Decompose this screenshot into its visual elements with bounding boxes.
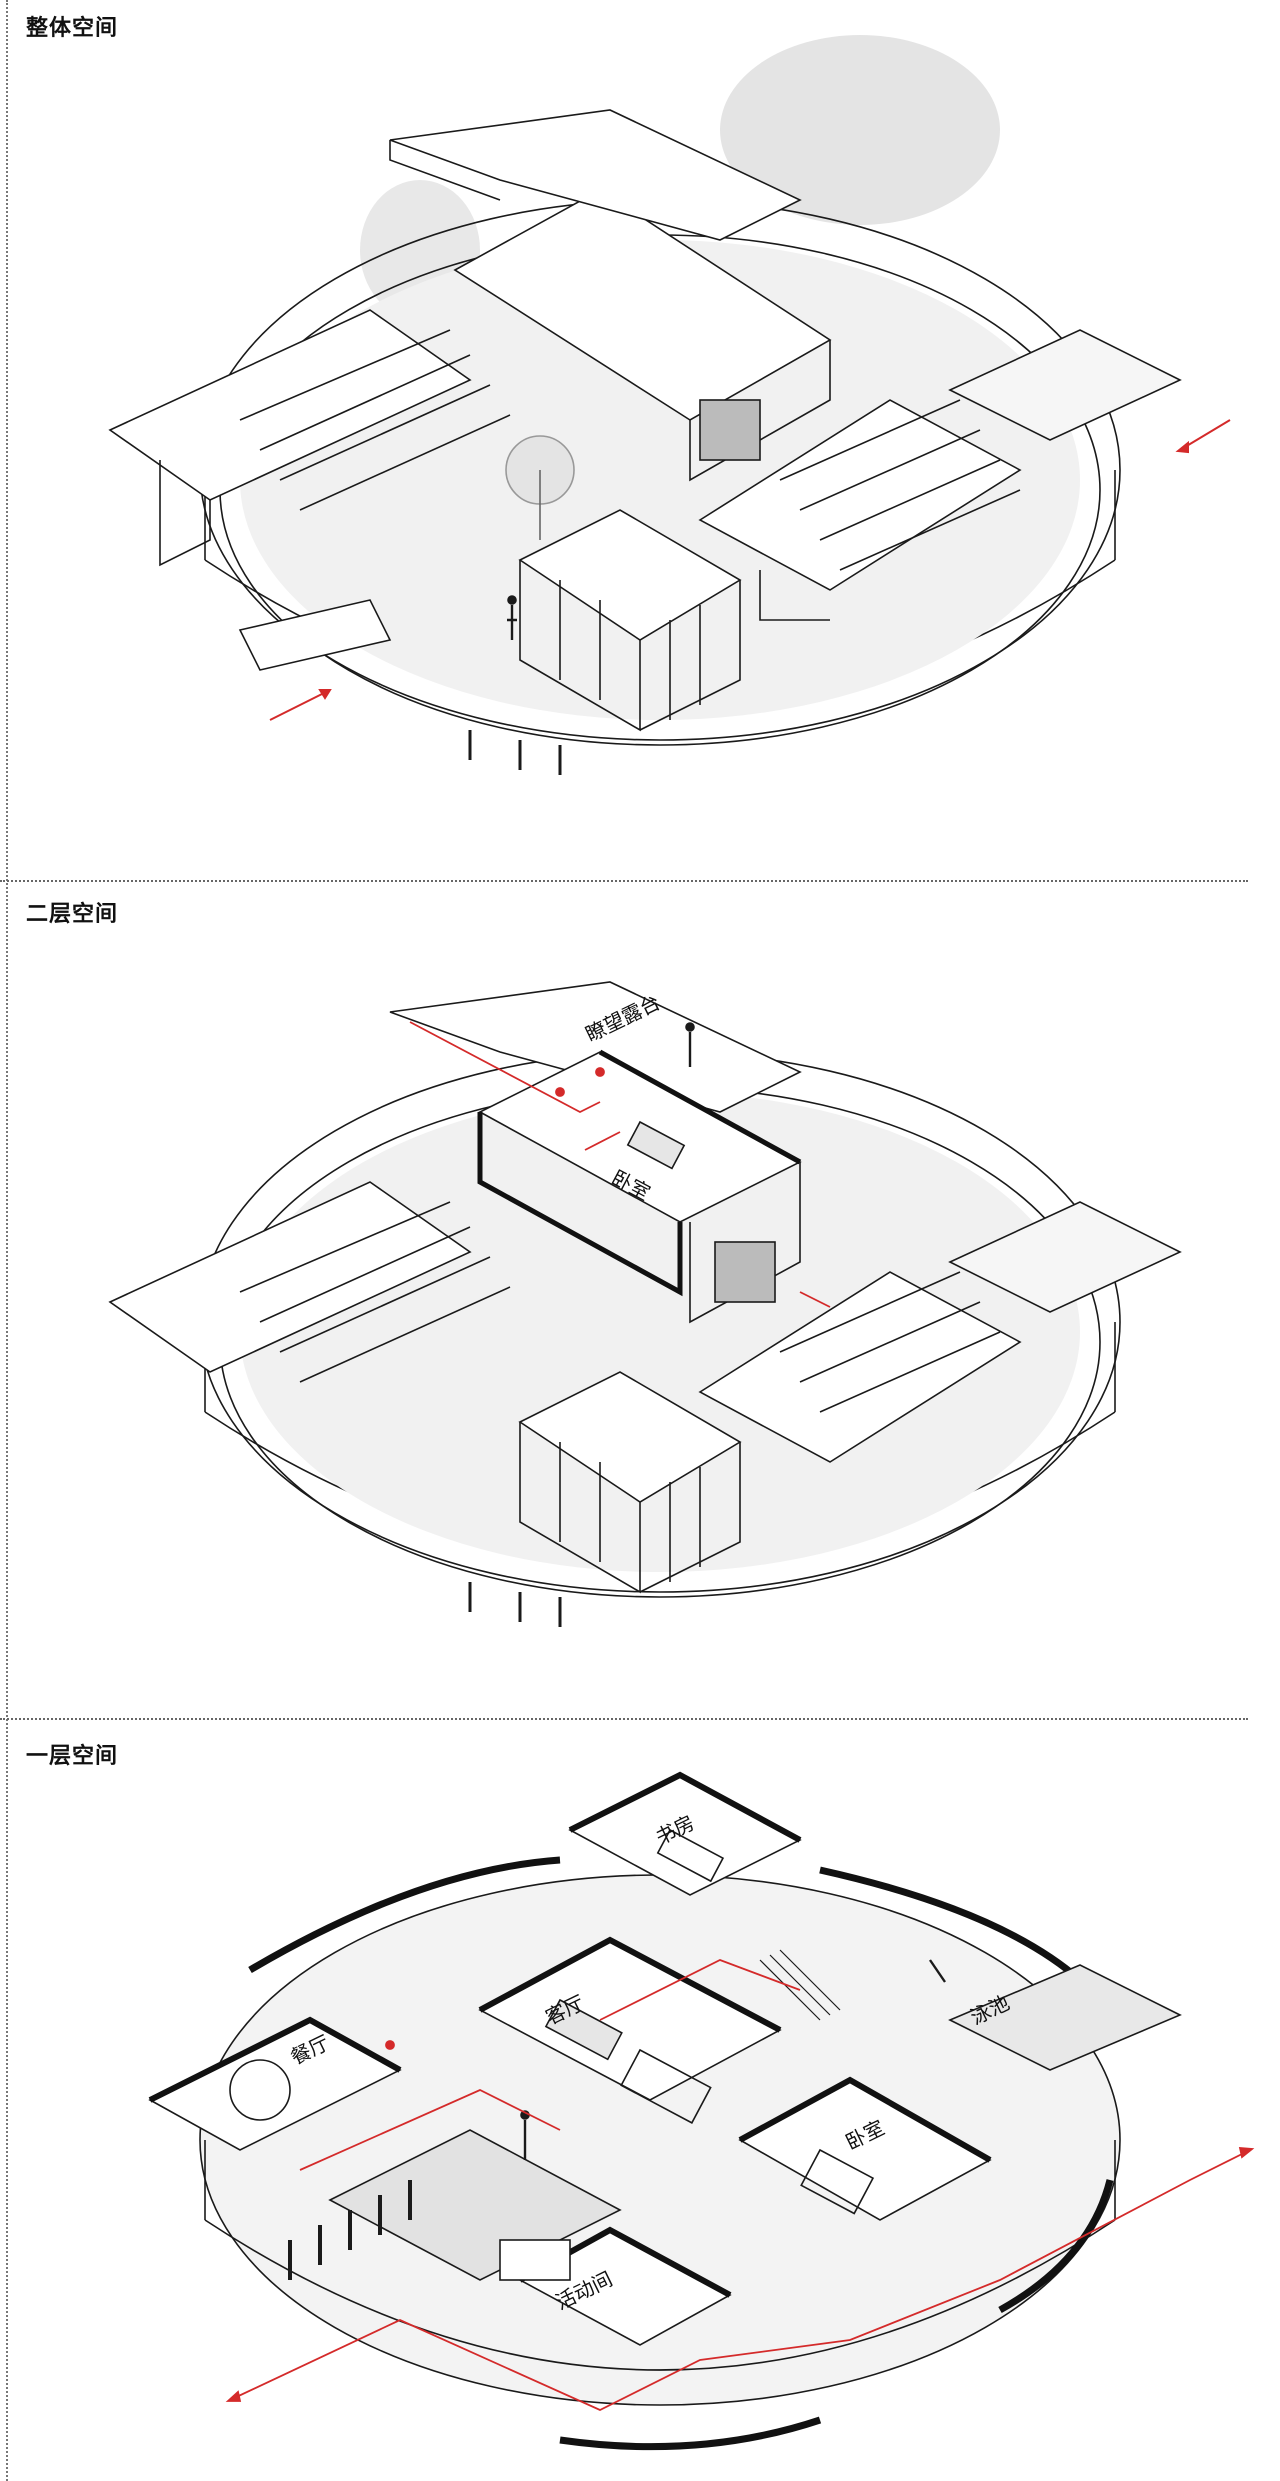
divider-2 — [0, 1718, 1248, 1720]
tree-shade — [720, 35, 1000, 225]
panel-title-second-floor: 二层空间 — [26, 902, 119, 927]
panel-second-floor: 二层空间 — [0, 882, 1280, 1718]
panel-first-floor: 一层空间 — [0, 1720, 1280, 2481]
panel-title-first-floor: 一层空间 — [26, 1744, 119, 1769]
divider-1 — [0, 880, 1248, 882]
left-dotted-border — [6, 0, 8, 2481]
panel-title-overall: 整体空间 — [26, 16, 119, 41]
panel-overall: 整体空间 — [0, 0, 1280, 880]
second-floor-axonometric: 瞭望露台 卧室 — [108, 981, 1182, 1627]
overall-axonometric — [108, 35, 1231, 775]
first-floor-axonometric: 书房 客厅 泳池 餐厅 卧室 活动间 — [148, 1771, 1255, 2451]
